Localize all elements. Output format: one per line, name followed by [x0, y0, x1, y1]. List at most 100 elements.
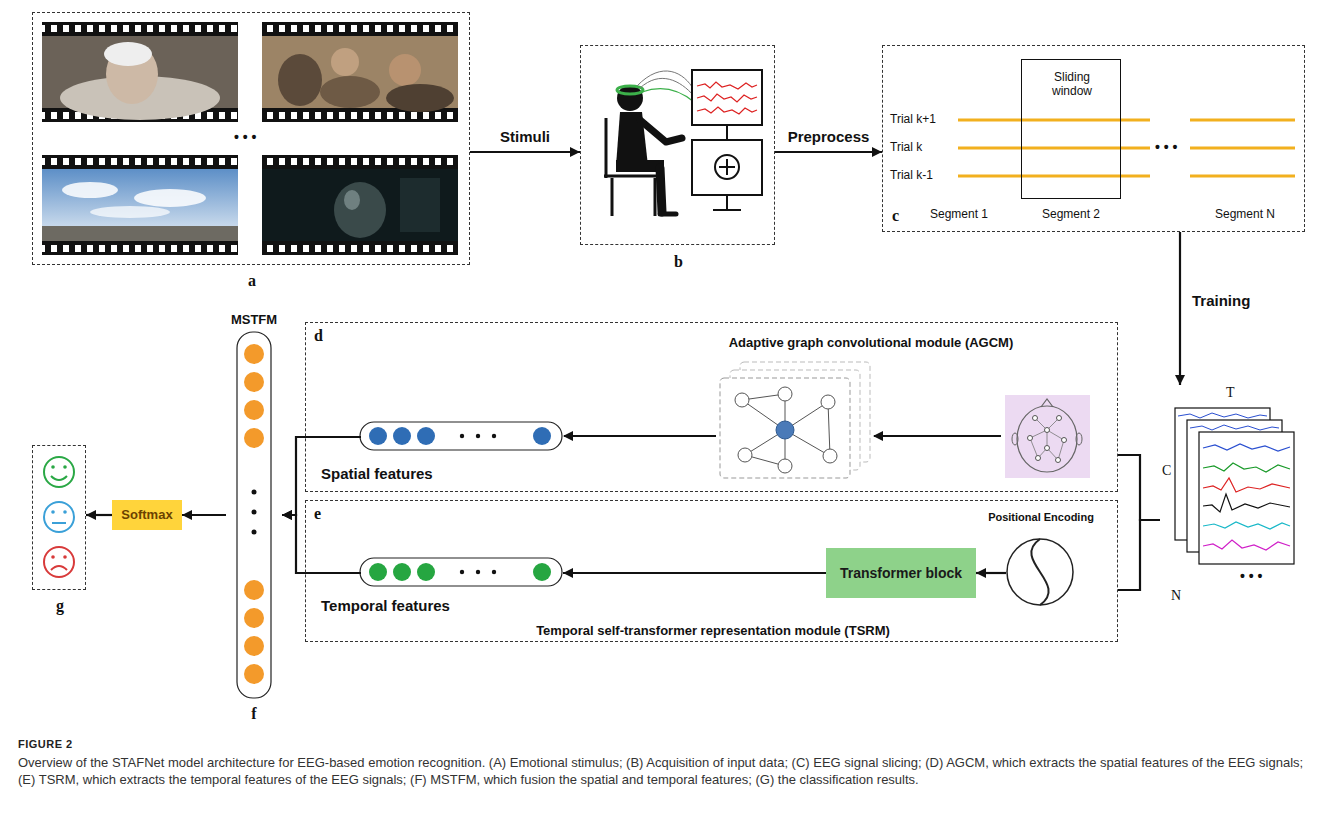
emotion-face-part	[44, 457, 74, 487]
connector-line	[470, 151, 580, 153]
graph-illustration-part	[823, 449, 837, 463]
arrowhead	[282, 510, 292, 520]
arrowhead	[1175, 375, 1185, 385]
acquisition-panel: b	[580, 45, 775, 245]
trial-line	[958, 120, 1295, 176]
brain-map-part	[1056, 458, 1061, 463]
emotion-face	[44, 457, 74, 487]
brain-map	[1005, 395, 1090, 478]
emotion-face-part	[51, 465, 55, 469]
film-frame	[262, 22, 458, 122]
connector	[282, 510, 361, 573]
brain-map-part	[1005, 395, 1090, 478]
film-frame-part	[262, 155, 458, 255]
emotion-face-part	[52, 522, 66, 524]
fusion-vector-part	[252, 510, 257, 515]
brain-map-part	[1041, 399, 1053, 407]
eeg-stack-part	[1203, 522, 1290, 529]
softmax-box: Softmax	[112, 500, 182, 530]
arrowhead	[570, 147, 580, 157]
flow-arrow	[564, 436, 1001, 437]
subject-figure-part	[654, 178, 657, 216]
film-frame-part	[134, 189, 206, 207]
spatial-vector-part	[492, 434, 496, 438]
monitor-part	[726, 159, 728, 175]
monitor-part	[713, 209, 741, 211]
trial-line-part	[1190, 119, 1295, 122]
trial-line-part	[1190, 147, 1295, 150]
eeg-stack-part	[1199, 432, 1294, 564]
subject-figure-part	[637, 71, 694, 90]
emotion-face-part	[51, 555, 55, 559]
spatial-vector-part	[533, 427, 551, 445]
film-frame-part	[344, 190, 360, 210]
subject-figure-part	[660, 168, 662, 212]
temporal-vector-part	[360, 558, 562, 586]
temporal-vector-part	[393, 563, 411, 581]
brain-map-part	[1036, 456, 1041, 461]
brain-map-part	[1028, 436, 1033, 441]
spatial-vector-part	[393, 427, 411, 445]
node-text: b	[581, 252, 776, 271]
film-frame-part	[42, 169, 238, 241]
node-text: C	[1162, 463, 1171, 480]
temporal-feature-vector: Temporal features	[361, 559, 563, 617]
trial-line-part	[1190, 175, 1295, 178]
positional-encoding-symbol	[1007, 539, 1073, 605]
emotion-face-part	[63, 510, 67, 514]
film-frame	[42, 155, 238, 255]
node-text: c	[892, 206, 899, 225]
arrowhead	[976, 568, 986, 578]
temporal-vector	[360, 558, 562, 586]
annotation-label: Segment N	[1215, 207, 1275, 221]
eeg-stack-part	[1190, 425, 1279, 430]
trial-line-part	[958, 119, 1150, 122]
subject-figure-part	[605, 118, 608, 178]
temporal-vector-part	[476, 570, 480, 574]
eeg-stack-part	[1203, 478, 1290, 492]
node-text: Temporal self-transformer representation…	[463, 623, 963, 639]
emotion-face-part	[63, 555, 67, 559]
trial-line-part	[958, 175, 1150, 178]
arrowhead	[282, 510, 292, 520]
film-frame	[262, 155, 458, 255]
film-frame-part	[320, 76, 380, 108]
slicing-panel: c Sliding window	[882, 45, 1305, 232]
connector	[976, 568, 1006, 578]
film-frame-part	[104, 42, 152, 66]
connector-line	[1179, 232, 1181, 385]
spatial-vector-part	[460, 434, 464, 438]
emotion-face-part	[51, 476, 67, 480]
node-text: f	[226, 704, 282, 723]
fusion-vector-part	[237, 332, 271, 698]
brain-map-part	[1076, 433, 1082, 445]
node-text: Sliding window	[1037, 70, 1107, 99]
node-text: Positional Encoding	[976, 511, 1106, 524]
node-text: g	[33, 596, 87, 615]
monitor-part	[692, 140, 762, 195]
subject-figure-part	[642, 89, 694, 102]
emotion-face-part	[63, 465, 67, 469]
fusion-vector-part	[252, 490, 257, 495]
arrowhead	[86, 510, 96, 520]
annotation-label: • • •	[1155, 139, 1177, 156]
node-text: d	[314, 326, 323, 345]
connector	[1118, 520, 1160, 590]
edge-label: Training	[1192, 292, 1250, 310]
figure-title: FIGURE 2	[18, 738, 73, 751]
film-frame-part	[262, 245, 458, 252]
film-frame-part	[42, 226, 238, 241]
eeg-stack-part	[1203, 463, 1290, 472]
flow-arrow-part	[564, 435, 716, 437]
annotation-label: • • •	[234, 129, 256, 146]
film-frame-part	[386, 84, 454, 112]
node-text: MSTFM	[226, 312, 282, 328]
connector-line	[1118, 520, 1160, 590]
film-frame-part	[262, 112, 458, 119]
subject-figure-part	[617, 86, 643, 94]
fusion-vector-part	[244, 608, 264, 628]
temporal-vector-part	[369, 563, 387, 581]
graph-illustration-part	[778, 459, 792, 473]
